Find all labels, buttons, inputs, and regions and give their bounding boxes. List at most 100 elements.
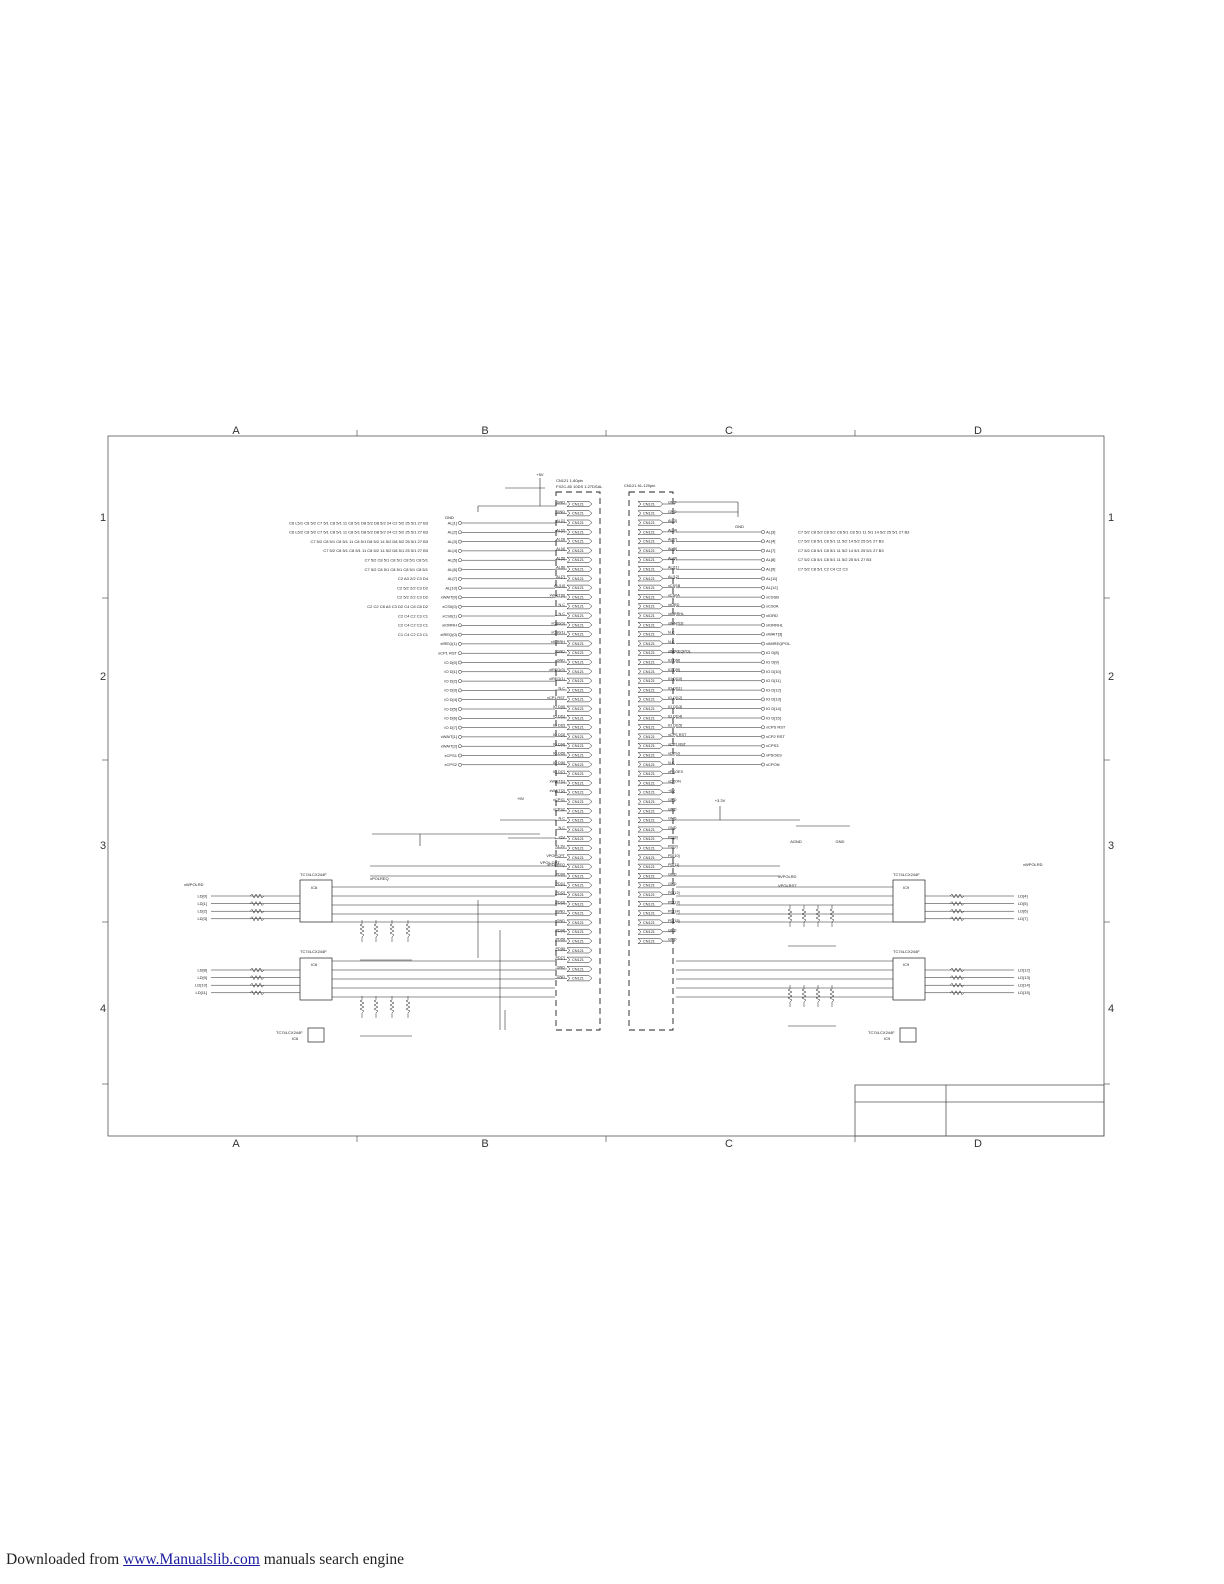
connector-pin-net: IO D[6] xyxy=(553,761,565,765)
connector-pin-shape xyxy=(566,677,593,684)
connector-pin-net: AL[2] xyxy=(556,528,565,532)
connector-pin-label: CN121 xyxy=(643,865,655,869)
net-label: xIORRH xyxy=(442,623,457,628)
connector-pin-net: N.C xyxy=(668,640,675,644)
io-signal-label: LD[2] xyxy=(197,909,207,914)
connector-pin-shape xyxy=(637,687,664,693)
connector-pin-shape xyxy=(637,668,664,675)
net-port xyxy=(761,669,765,674)
connector-pin-net: PD[10] xyxy=(668,854,680,858)
right-ic-top-ref: IC9 xyxy=(903,885,910,890)
connector-pin-shape xyxy=(566,631,593,638)
series-resistor xyxy=(249,990,265,996)
io-signal-label: LD[5] xyxy=(1018,901,1028,906)
connector-pin-net: xIORRHL xyxy=(668,612,684,616)
io-signal-label: LD[0] xyxy=(197,893,207,898)
connector-pin-label: CN121 xyxy=(572,595,584,599)
buffer-ics xyxy=(299,879,926,1043)
connector-pin-shape xyxy=(566,938,593,944)
connector-pin-net: IO D[13] xyxy=(668,705,682,709)
net-port xyxy=(761,632,765,637)
cross-reference: C2 5/2 2/2 C3 D2 xyxy=(397,585,429,590)
connector-pin-shape xyxy=(637,873,664,879)
series-resistor xyxy=(249,967,265,973)
connector-pin-label: CN121 xyxy=(572,716,584,720)
connector-pin-net: IO D[9] xyxy=(668,668,680,672)
right-connector-title: CN121 61-120pin xyxy=(624,483,655,488)
connector-pin-net: AL[11] xyxy=(668,566,679,570)
connector-pin-label: CN121 xyxy=(643,791,655,795)
connector-pin-shape xyxy=(566,724,593,731)
io-signal-label: LD[10] xyxy=(195,983,207,988)
connector-pin-label: CN121 xyxy=(643,847,655,851)
connector-pin-shape xyxy=(566,789,593,796)
connector-pin-shape xyxy=(566,770,593,777)
top-right-gnd-label: GND xyxy=(735,524,744,529)
pull-resistor xyxy=(829,905,835,927)
connector-pin-net: xWAIT[1] xyxy=(550,780,565,784)
connector-pin-shape xyxy=(566,668,593,675)
connector-pin-shape xyxy=(637,826,664,833)
connector-pin-net: xWAIT[3] xyxy=(668,621,683,625)
connector-pin-net: IO D[2] xyxy=(553,724,565,728)
connector-pin-shape xyxy=(637,761,664,768)
connector-pin-net: GND xyxy=(668,928,677,932)
right-ic-bottom-ref: IC9 xyxy=(903,962,910,967)
net-port xyxy=(761,641,765,646)
net-port xyxy=(458,632,462,637)
mid-p5v-label: +5V xyxy=(517,796,525,801)
connector-pin-net: xCS0A xyxy=(668,594,680,598)
connector-pin-net: xCS0(0) xyxy=(551,621,566,625)
cross-reference: C2 C4 C2 C3 C1 xyxy=(398,613,429,618)
connector-pin-net: AL[7] xyxy=(668,538,677,542)
net-label: xCPS2 xyxy=(445,762,458,767)
net-port xyxy=(761,725,765,730)
cross-reference: C7 5/2 C8 5/1 C8 5/1 C8 5/1 C8 5/1 xyxy=(365,567,429,572)
connector-pin-shape xyxy=(566,510,593,517)
connector-pin-label: CN121 xyxy=(572,856,584,860)
connector-pin-label: CN121 xyxy=(572,921,584,925)
net-label: xCP1 RST xyxy=(438,651,457,656)
connector-pin-net: GND xyxy=(668,873,677,877)
connector-pin-shape xyxy=(566,547,593,554)
net-port xyxy=(761,697,765,702)
connector-pin-net: AL[6] xyxy=(556,566,565,570)
net-label: xCSSB xyxy=(766,594,779,599)
connector-pin-shape xyxy=(637,919,664,926)
connector-pin-net: IO D[11] xyxy=(668,687,682,691)
connector-pin-net: xCPS2 xyxy=(553,807,565,811)
connector-pin-label: CN121 xyxy=(572,670,584,674)
net-label: xCP2 RST xyxy=(766,734,785,739)
connector-pin-label: CN121 xyxy=(643,819,655,823)
net-port xyxy=(458,716,462,721)
vpol-cpt-label: VPOL CPT xyxy=(540,860,560,865)
connector-pin-label: CN121 xyxy=(643,688,655,692)
connector-pin-label: CN121 xyxy=(572,800,584,804)
net-label: AL[7] xyxy=(766,548,775,553)
connector-pin-net: xCPS1 xyxy=(553,798,565,802)
connector-pin-net: IO D[12] xyxy=(668,696,682,700)
connector-pin-label: CN121 xyxy=(572,679,584,683)
connector-pin-label: CN121 xyxy=(643,530,655,534)
connector-pin-label: CN121 xyxy=(643,809,655,813)
connector-pin-shape xyxy=(637,705,664,712)
connector-pin-label: CN121 xyxy=(643,623,655,627)
connector-pin-net: xIMIREQPOL xyxy=(668,649,691,653)
connector-pin-label: CN121 xyxy=(643,521,655,525)
net-label: xCS0(1) xyxy=(442,613,457,618)
connector-pin-label: CN121 xyxy=(643,698,655,702)
right-reg-part: TC74LCX244F xyxy=(868,1030,895,1035)
connector-pin-net: N.C xyxy=(558,603,565,607)
left-ic-bottom-part: TC74LCX244F xyxy=(300,949,327,954)
connector-pin-net: N.C xyxy=(668,761,675,765)
net-label: xCS0(0) xyxy=(442,604,457,609)
connector-pin-net: xCP1 RST xyxy=(547,696,566,700)
manualslib-link[interactable]: www.Manualslib.com xyxy=(123,1551,260,1568)
connector-pin-net: IO D[7] xyxy=(553,770,565,774)
pull-resistor xyxy=(389,920,395,942)
connector-pin-net: xIORD xyxy=(668,603,680,607)
connector-pin-label: CN121 xyxy=(572,735,584,739)
net-label: IO D[5] xyxy=(444,706,457,711)
left-net-labels: AL[1]AL[2]AL[3]AL[4]AL[5]AL[6]AL[7]AL[10… xyxy=(438,520,555,767)
net-label: AL[1] xyxy=(448,520,457,525)
